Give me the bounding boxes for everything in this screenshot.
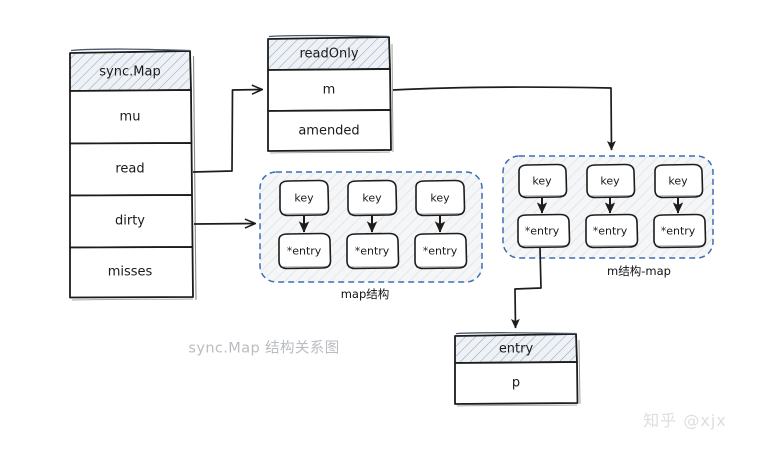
node-pair-1[interactable] bbox=[517, 163, 571, 249]
node-pair-1[interactable] bbox=[278, 179, 332, 270]
group-map-struct[interactable] bbox=[259, 171, 483, 283]
connector-entry-to-entry-struct bbox=[510, 247, 542, 329]
connector-read-to-readonly bbox=[192, 84, 264, 173]
node-pair-3[interactable] bbox=[653, 163, 707, 249]
node-pair-2[interactable] bbox=[585, 163, 639, 249]
group-m-struct-map[interactable] bbox=[502, 155, 714, 259]
connector-dirty-to-map-struct bbox=[193, 218, 257, 229]
struct-entry[interactable] bbox=[454, 332, 581, 407]
node-pair-3[interactable] bbox=[414, 179, 468, 270]
struct-sync-map[interactable] bbox=[69, 48, 197, 301]
struct-read-only[interactable] bbox=[267, 34, 394, 154]
connector-m-to-m-struct-map bbox=[392, 86, 616, 151]
node-pair-2[interactable] bbox=[346, 179, 400, 270]
